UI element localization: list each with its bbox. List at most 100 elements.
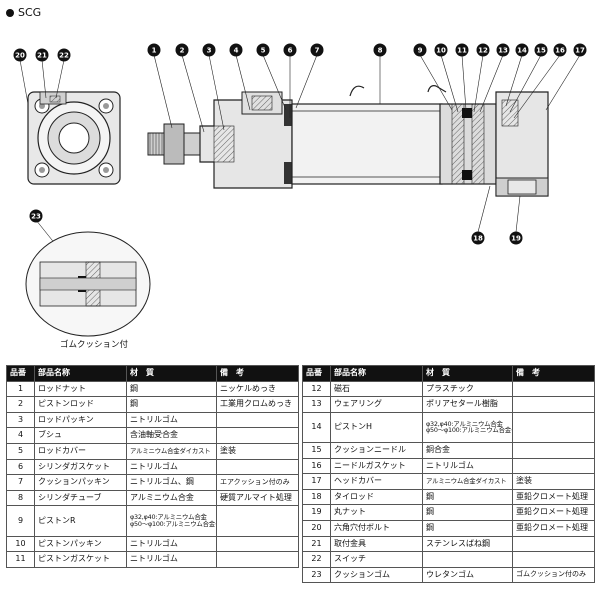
part-name-cell: クッションゴム [330,566,423,584]
part-number-cell: 19 [302,504,331,521]
material-cell: ニトリルゴム [126,551,217,568]
table-header-row: 品番 部品名称 材 質 備 考 [302,365,595,382]
svg-text:15: 15 [536,47,546,55]
header-no: 品番 [6,365,35,382]
part-number-cell: 6 [6,458,35,476]
table-header-row: 品番 部品名称 材 質 備 考 [6,365,299,382]
part-name-cell: 六角穴付ボルト [330,519,423,537]
bullet-dot-icon [6,8,14,17]
part-number-cell: 18 [302,488,331,506]
material-line: ポリアセタール樹脂 [426,399,498,409]
rubber-cushion-detail-view [25,231,151,337]
note-cell [216,427,299,444]
material-cell: 銅合金 [422,441,513,459]
material-line: φ32,φ40:アルミニウム合金 [130,513,207,522]
part-name-cell: シリンダチューブ [34,489,127,507]
part-name-cell: ウェアリング [330,396,423,413]
material-cell: 鋼 [126,380,217,398]
note-cell [216,505,299,537]
material-line: 鋼 [426,523,434,533]
svg-text:19: 19 [511,235,521,243]
note-cell: 亜鉛クロメート処理 [512,488,595,506]
material-line: 鋼 [426,491,434,501]
note-cell: 亜鉛クロメート処理 [512,519,595,537]
header-name: 部品名称 [330,365,423,382]
material-line: φ50～φ100:アルミニウム合金ダイカスト [130,519,216,528]
part-number-cell: 5 [6,442,35,460]
callout-1: 1 [147,43,161,57]
part-number-cell: 3 [6,411,35,429]
part-number-cell: 13 [302,396,331,413]
note-cell [512,457,595,475]
part-number-cell: 4 [6,427,35,444]
note-cell: 亜鉛クロメート処理 [512,504,595,521]
material-cell: アルミニウム合金ダイカスト [126,442,217,460]
part-number-cell: 7 [6,474,35,491]
material-cell: ニトリルゴム、鋼 [126,474,217,491]
material-line: ニトリルゴム [426,460,474,470]
svg-text:5: 5 [261,47,266,55]
material-cell: ニトリルゴム [126,535,217,553]
part-number-cell: 1 [6,380,35,398]
material-cell: ウレタンゴム [422,566,513,584]
svg-text:18: 18 [473,235,483,243]
part-number-cell: 9 [6,505,35,537]
header-note: 備 考 [216,365,299,382]
material-line: ニトリルゴム [130,554,178,564]
part-number-cell: 20 [302,519,331,537]
svg-text:23: 23 [31,213,41,221]
part-name-cell: ピストンパッキン [34,535,127,553]
table-row: 9ピストンRφ32,φ40:アルミニウム合金φ50～φ100:アルミニウム合金ダ… [6,505,299,537]
part-number-cell: 14 [302,411,331,443]
material-line: ウレタンゴム [426,569,474,579]
part-name-cell: クッションパッキン [34,474,127,491]
material-line: ニトリルゴム [130,538,178,548]
end-view [19,59,121,185]
svg-text:22: 22 [59,52,69,60]
callout-21: 21 [35,48,49,62]
header-material: 材 質 [126,365,217,382]
part-number-cell: 21 [302,535,331,553]
material-line: 含油軸受合金 [130,430,178,440]
svg-text:12: 12 [478,47,488,55]
note-cell [512,411,595,443]
part-name-cell: タイロッド [330,488,423,506]
part-number-cell: 17 [302,473,331,490]
part-number-cell: 15 [302,441,331,459]
note-cell: エアクッション付のみ [216,474,299,491]
material-cell: 含油軸受合金 [126,427,217,444]
part-name-cell: ピストンH [330,411,423,443]
material-line: φ32,φ40:アルミニウム合金 [426,419,503,428]
part-name-cell: ロッドナット [34,380,127,398]
material-cell: 鋼 [422,488,513,506]
material-cell: 鋼 [126,396,217,413]
material-cell: 鋼 [422,504,513,521]
svg-text:2: 2 [180,47,185,55]
svg-text:21: 21 [37,52,47,60]
note-cell [512,535,595,553]
svg-text:10: 10 [436,47,446,55]
callout-19: 19 [509,231,523,245]
part-number-cell: 11 [6,551,35,568]
material-cell: プラスチック [422,380,513,398]
svg-text:13: 13 [498,47,508,55]
note-cell [216,411,299,429]
material-cell [422,551,513,568]
material-line: ニトリルゴム [130,414,178,424]
callout-20: 20 [13,48,27,62]
detail-caption: ゴムクッション付 [60,340,129,350]
note-cell: ゴムクッション付のみ [512,566,595,584]
